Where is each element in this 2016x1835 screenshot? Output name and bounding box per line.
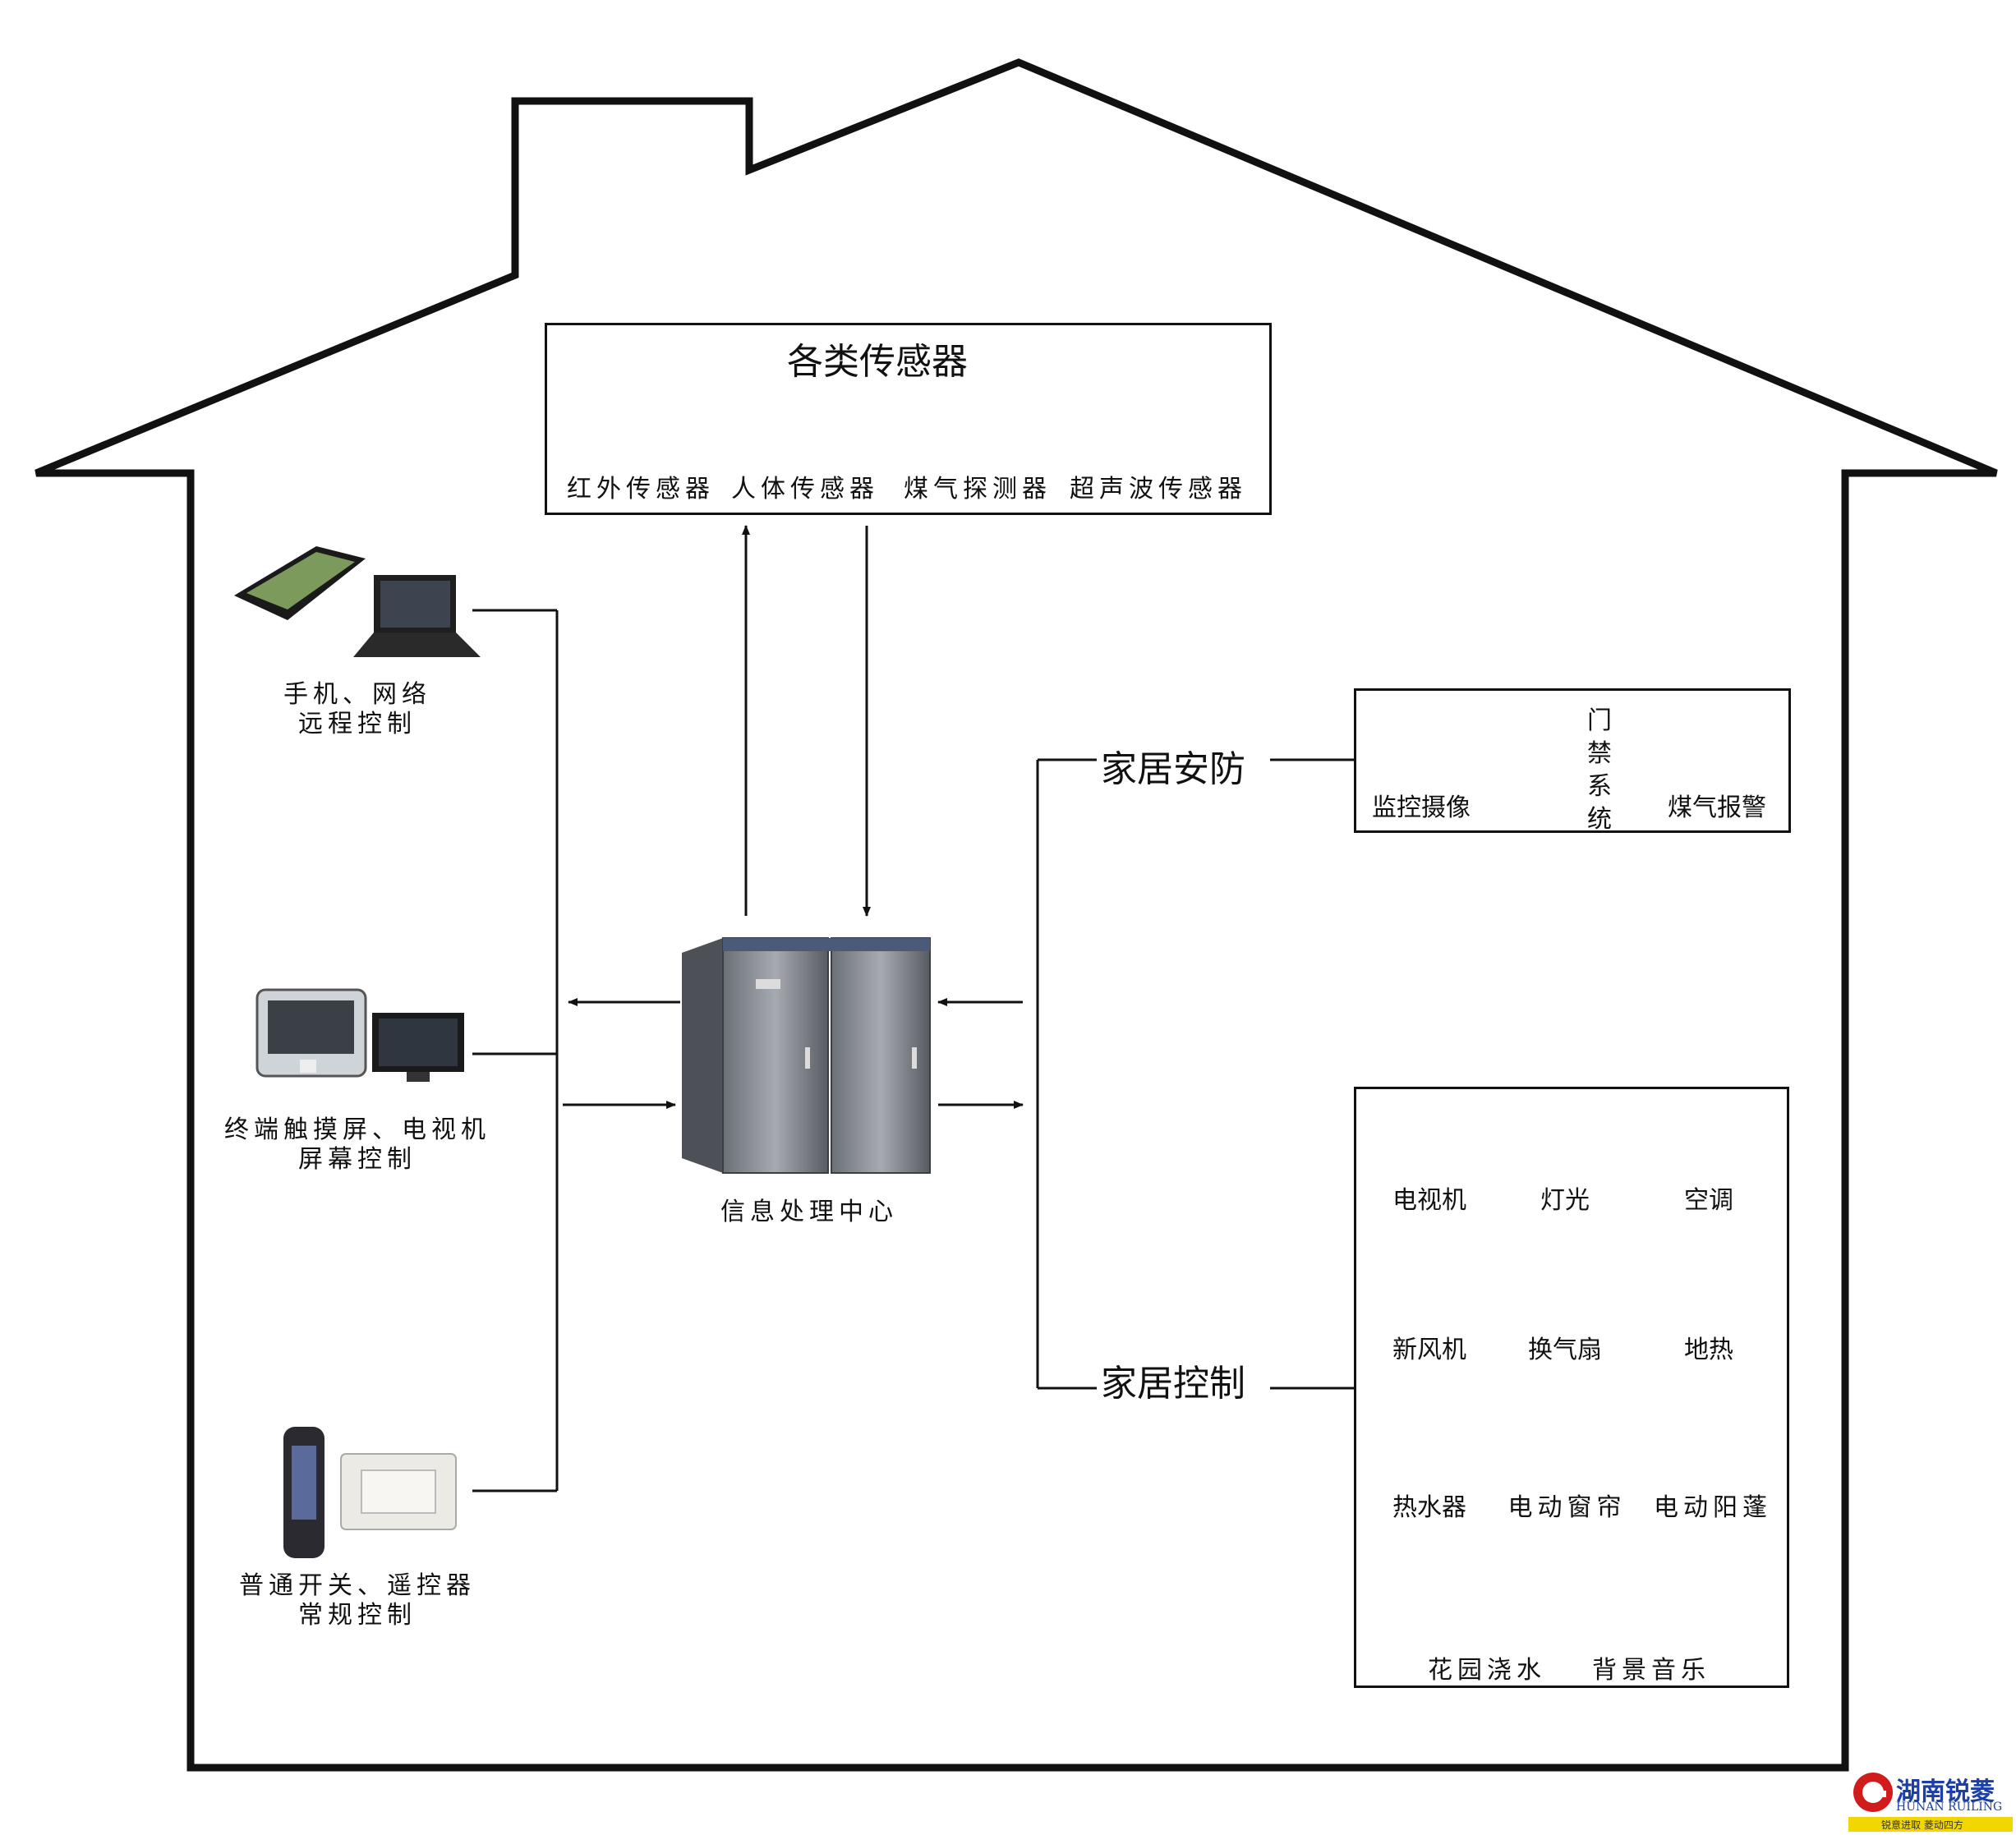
- control-remote-line1: 手机、网络: [283, 680, 431, 709]
- control-item-water-heater: 热水器: [1392, 1493, 1466, 1522]
- control-item-light: 灯光: [1540, 1186, 1590, 1215]
- control-switch-line2: 常规控制: [298, 1601, 417, 1630]
- sensor-label-body: 人体传感器: [731, 475, 879, 504]
- control-switch-line1: 普通开关、遥控器: [239, 1571, 476, 1600]
- server-cabinet-icon: [682, 937, 931, 1174]
- security-item-gas-alarm: 煤气报警: [1668, 793, 1766, 822]
- security-item-camera: 监控摄像: [1372, 793, 1471, 822]
- control-item-garden: 花园浇水: [1428, 1656, 1546, 1685]
- control-item-curtain: 电动窗帘: [1507, 1493, 1627, 1522]
- control-remote-line2: 远程控制: [298, 710, 417, 738]
- control-item-awning: 电动阳蓬: [1654, 1493, 1772, 1522]
- security-box: [1354, 688, 1791, 833]
- control-item-tv: 电视机: [1392, 1186, 1466, 1215]
- touchscreen-tv-icon: [255, 988, 464, 1082]
- control-title: 家居控制: [1101, 1363, 1245, 1405]
- sensors-title: 各类传感器: [787, 341, 968, 383]
- control-item-ac: 空调: [1684, 1186, 1733, 1215]
- phone-laptop-icon: [234, 546, 481, 657]
- sensor-label-gas: 煤气探测器: [904, 475, 1052, 504]
- security-item-door: 门禁系统: [1587, 706, 1612, 834]
- house-outline: [35, 58, 1998, 1772]
- company-logo: 湖南锐菱 HUNAN RUILING 锐意进取 菱动四方: [1848, 1768, 2013, 1832]
- remote-switch-icon: [283, 1427, 457, 1558]
- control-box: [1354, 1087, 1789, 1688]
- control-screen-line2: 屏幕控制: [298, 1145, 417, 1174]
- logo-en: HUNAN RUILING: [1896, 1801, 2003, 1814]
- control-item-music: 背景音乐: [1592, 1656, 1710, 1685]
- control-item-floor-heating: 地热: [1684, 1336, 1733, 1364]
- security-title: 家居安防: [1101, 748, 1245, 790]
- sensor-label-ultrasonic: 超声波传感器: [1070, 475, 1247, 504]
- logo-slogan: 锐意进取 菱动四方: [1881, 1819, 1963, 1831]
- sensor-label-infrared: 红外传感器: [567, 475, 715, 504]
- control-item-fresh-air: 新风机: [1392, 1336, 1466, 1364]
- control-item-fan: 换气扇: [1528, 1336, 1602, 1364]
- processing-center-label: 信息处理中心: [720, 1198, 898, 1226]
- control-screen-line1: 终端触摸屏、电视机: [224, 1115, 490, 1144]
- logo-cn: 湖南锐菱: [1896, 1778, 1995, 1806]
- sensors-box: [545, 323, 1272, 515]
- connectors: [472, 525, 1354, 1492]
